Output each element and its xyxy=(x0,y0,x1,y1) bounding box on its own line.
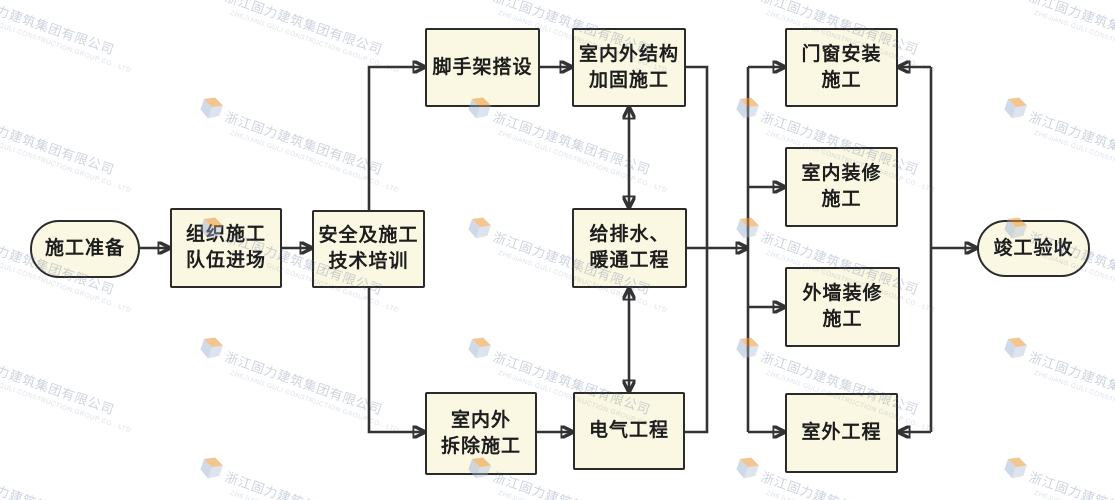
node-plumbing-hvac[interactable]: 给排水、 暖通工程 xyxy=(572,208,687,288)
node-safety-training[interactable]: 安全及施工 技术培训 xyxy=(312,210,425,288)
node-structural-reinforcement[interactable]: 室内外结构 加固施工 xyxy=(572,28,686,107)
node-demolition[interactable]: 室内外 拆除施工 xyxy=(425,392,537,475)
node-scaffolding[interactable]: 脚手架搭设 xyxy=(425,28,540,107)
node-interior-decoration[interactable]: 室内装修 施工 xyxy=(785,147,898,227)
node-construction-preparation[interactable]: 施工准备 xyxy=(30,220,140,278)
node-team-mobilization[interactable]: 组织施工 队伍进场 xyxy=(170,208,282,288)
node-completion-acceptance[interactable]: 竣工验收 xyxy=(977,220,1090,277)
node-outdoor-works[interactable]: 室外工程 xyxy=(785,393,898,473)
node-facade-decoration[interactable]: 外墙装修 施工 xyxy=(785,267,900,347)
node-electrical[interactable]: 电气工程 xyxy=(573,392,685,470)
node-door-window-installation[interactable]: 门窗安装 施工 xyxy=(785,28,898,107)
